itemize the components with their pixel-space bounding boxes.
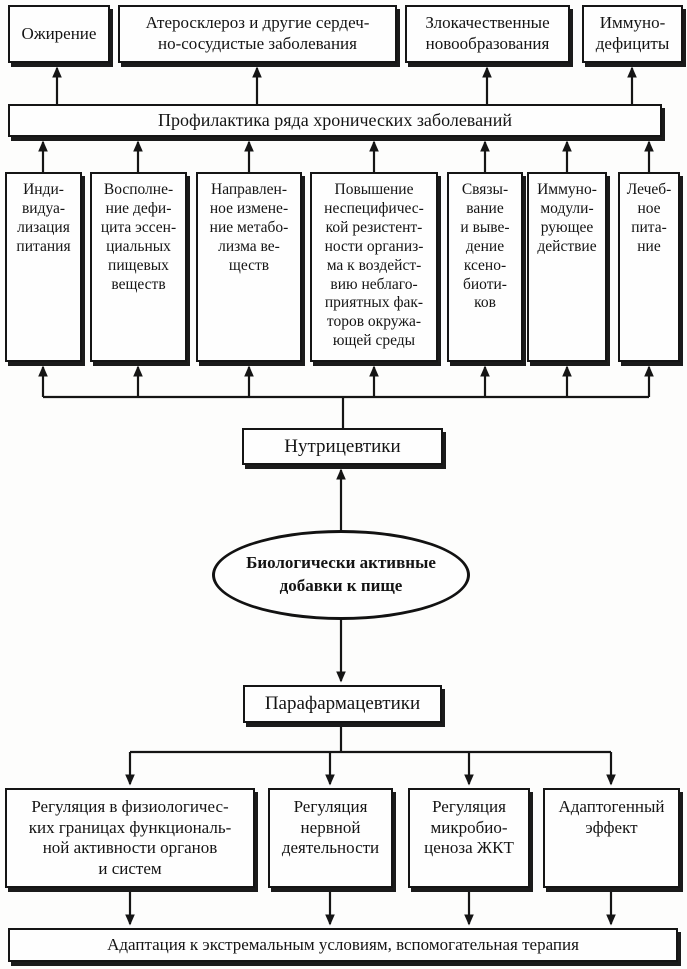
node-parapharmaceuticals: Парафармацевтики — [243, 685, 442, 723]
node-nutraceuticals: Нутрицевтики — [242, 428, 443, 465]
node-xenobiotic-binding-excretion: Связы- вание и выве- дение ксено- биоти-… — [447, 172, 523, 362]
node-atherosclerosis-cardiovascular: Атеросклероз и другие сердеч- но-сосудис… — [118, 5, 397, 63]
node-nonspecific-resistance: Повышение неспецифичес- кой резистент- н… — [310, 172, 438, 362]
node-nervous-activity-regulation: Регуляция нервной деятельности — [268, 788, 393, 888]
node-immunomodulating-action: Иммуно- модули- рующее действие — [527, 172, 607, 362]
node-biologically-active-additives: Биологически активные добавки к пище — [212, 530, 470, 620]
node-replenish-essential-nutrients: Восполне- ние дефи- цита эссен- циальных… — [90, 172, 187, 362]
node-gut-microbiocenosis-regulation: Регуляция микробио- ценоза ЖКТ — [408, 788, 530, 888]
prevention-bar: Профилактика ряда хронических заболевани… — [8, 104, 662, 137]
node-individualization-of-nutrition: Инди- видуа- лизация питания — [5, 172, 82, 362]
node-physiological-regulation: Регуляция в физиологичес- ких границах ф… — [5, 788, 255, 888]
node-directed-metabolism-change: Направлен- ное измене- ние метабо- лизма… — [196, 172, 302, 362]
node-therapeutic-nutrition: Лечеб- ное пита- ние — [618, 172, 680, 362]
node-adaptogenic-effect: Адаптогенный эффект — [543, 788, 680, 888]
node-obesity: Ожирение — [8, 5, 110, 63]
adaptation-bar: Адаптация к экстремальным условиям, вспо… — [8, 928, 678, 962]
node-malignant-neoplasms: Злокачественные новообразования — [405, 5, 570, 63]
node-immunodeficiencies: Иммуно- дефициты — [582, 5, 683, 63]
